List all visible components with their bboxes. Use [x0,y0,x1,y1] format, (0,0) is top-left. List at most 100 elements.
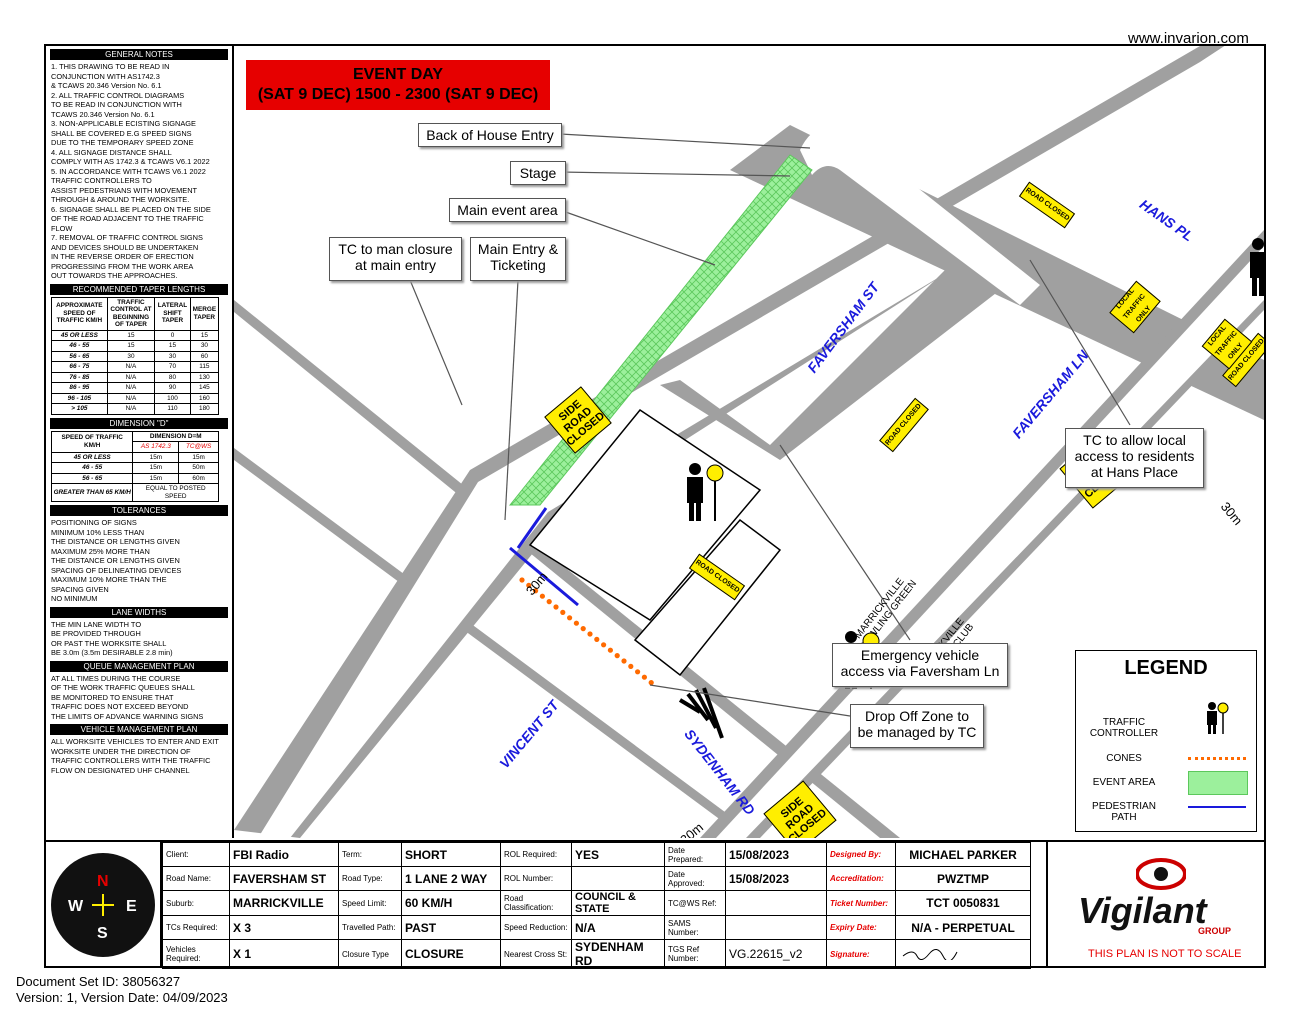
taper-cell: 46 - 55 [51,340,108,352]
cone [614,653,620,659]
sams-label: SAMS Number: [664,915,726,940]
date-app-label: Date Approved: [664,866,726,891]
dim-cell: 56 - 65 [50,472,134,484]
callout-tc-main-entry: TC to man closure at main entry [329,237,462,281]
signature-value [895,939,1031,969]
event-times: (SAT 9 DEC) 1500 - 2300 (SAT 9 DEC) [257,86,539,103]
taper-cell: N/A [106,392,156,404]
road-type-label: Road Type: [338,866,402,891]
document-id: Document Set ID: 38056327 Version: 1, Ve… [16,974,228,1006]
info-table: Client:FBI Radio Term:SHORT ROL Required… [162,842,1031,969]
closure-value: CLOSURE [401,939,501,969]
road-class-value: COUNCIL & STATE [571,890,665,916]
client-value: FBI Radio [229,842,339,867]
taper-cell: 66 - 75 [51,361,108,373]
suburb-label: Suburb: [162,890,230,916]
taper-cell: 15 [106,329,156,341]
callout-main-event: Main event area [449,198,566,222]
tcws-value [725,890,827,916]
tcws-label: TC@WS Ref: [664,890,726,916]
client-label: Client: [162,842,230,867]
legend-cones-swatch [1188,757,1246,760]
taper-cell: > 105 [51,403,108,415]
queue-text: AT ALL TIMES DURING THE COURSE OF THE WO… [51,673,204,721]
dim-cell: 15m [132,462,180,474]
accred-value: PWZTMP [895,866,1031,891]
rol-num-label: ROL Number: [500,866,572,891]
cone [648,680,654,686]
expiry-value: N/A - PERPETUAL [895,915,1031,940]
speed-label: Speed Limit: [338,890,402,916]
taper-cell: 0 [154,329,191,341]
taper-cell: N/A [106,382,156,394]
cone [573,620,580,626]
dim-cell: 15m [132,472,180,484]
taper-cell: 145 [189,382,220,394]
tolerances-text: POSITIONING OF SIGNS MINIMUM 10% LESS TH… [51,518,182,603]
traffic-controller-icon [681,461,727,528]
tcs-value: X 3 [229,915,339,940]
callout-main-entry: Main Entry & Ticketing [470,237,566,281]
ped-path-arrow [509,546,579,607]
taper-header: LATERAL SHIFT TAPER [154,296,191,331]
taper-cell: 30 [189,340,220,352]
nearest-value: SYDENHAM RD [571,939,665,969]
compass-n: N [97,873,109,890]
sydenham-rd-surface [234,312,880,838]
tolerances-title: TOLERANCES [50,505,228,516]
taper-cell: 56 - 65 [51,350,108,362]
expiry-label: Expiry Date: [826,915,896,940]
signature-label: Signature: [826,939,896,969]
taper-cell: N/A [106,361,156,373]
term-label: Term: [338,842,402,867]
legend-title: LEGEND [1124,657,1208,679]
callout-back-of-house: Back of House Entry [418,123,562,147]
cone [594,636,600,643]
tgs-value: VG.22615_v2 [725,939,827,969]
svg-text:E: E [126,898,137,915]
document-set-id: Document Set ID: 38056327 [16,974,181,989]
traffic-controller-icon [1244,236,1264,303]
taper-title: RECOMMENDED TAPER LENGTHS [50,283,228,295]
rol-req-label: ROL Required: [500,842,572,867]
cone [526,582,532,589]
cone [580,626,586,632]
dim-cell: EQUAL TO POSTED SPEED [132,483,219,502]
legend: LEGEND TRAFFIC CONTROLLER CONES EVENT AR… [1075,650,1257,832]
taper-header: TRAFFIC CONTROL AT BEGINNING OF TAPER [106,296,156,331]
speed-red-label: Speed Reduction: [500,915,572,940]
cone [621,658,627,664]
taper-cell: 115 [189,361,220,373]
watermark: www.invarion.com [1128,30,1249,47]
sams-value [725,915,827,940]
suburb-value: MARRICKVILLE [229,890,339,916]
legend-event-swatch [1188,771,1248,795]
dim-cell: 15m [132,451,180,463]
speed-value: 60 KM/H [401,890,501,916]
lane-widths-title: LANE WIDTHS [50,606,228,618]
travelled-label: Travelled Path: [338,915,402,940]
title-block: N S W E Client:FBI Radio Term:SHORT ROL … [46,840,1264,969]
bowling-green [528,408,762,621]
svg-text:W: W [68,898,84,915]
general-notes-text: 1. THIS DRAWING TO BE READ IN CONJUNCTIO… [51,62,211,280]
legend-tc-label: TRAFFIC CONTROLLER [1089,717,1159,739]
rol-req-value: YES [571,842,665,867]
compass: N S W E [46,842,162,968]
tcs-label: TCs Required: [162,915,230,940]
vehicles-value: X 1 [229,939,339,969]
taper-cell: 30 [154,350,191,362]
date-prep-value: 15/08/2023 [725,842,827,867]
cone [635,669,641,675]
road-class-label: Road Classification: [500,890,572,916]
dim-cell: 46 - 55 [50,462,134,474]
accred-label: Accreditation: [826,866,896,891]
ticket-value: TCT 0050831 [895,890,1031,916]
